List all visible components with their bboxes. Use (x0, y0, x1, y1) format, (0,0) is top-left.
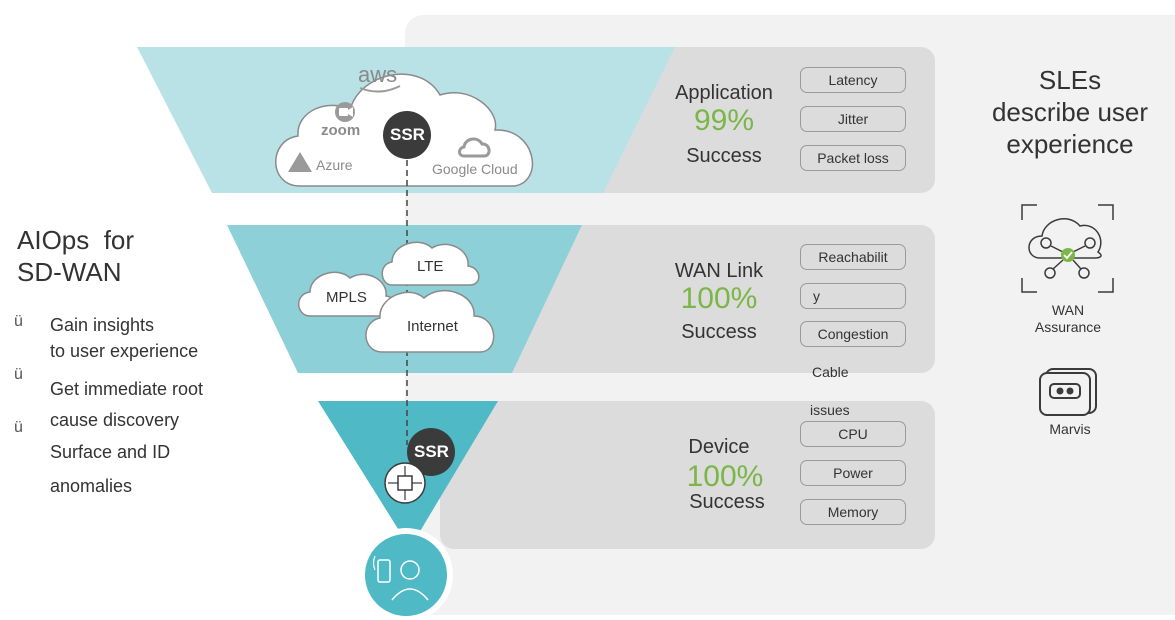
check-icon (1061, 248, 1075, 262)
application-percent: 99% (693, 104, 755, 137)
marvis-label: Marvis (1049, 421, 1091, 437)
sles-heading: SLEs describe user experience (975, 64, 1165, 160)
wan-success: Success (681, 321, 757, 343)
aws-logo: aws (358, 62, 398, 87)
application-success: Success (686, 145, 762, 167)
marvis-icon (1039, 368, 1097, 416)
bullet-text-6: anomalies (50, 476, 133, 496)
azure-icon (288, 152, 312, 172)
left-title-line2: SD-WAN (17, 257, 122, 287)
internet-label: Internet (407, 318, 458, 335)
metric-cpu: CPU (800, 421, 906, 447)
wan-percent: 100% (680, 282, 758, 315)
lte-cloud-icon (381, 241, 480, 286)
wan-assurance-label: WAN Assurance (1022, 302, 1114, 336)
wan-assurance-line2: Assurance (1034, 319, 1102, 335)
google-cloud-icon (458, 137, 491, 158)
bullet-text-3: Get immediate root (50, 379, 204, 399)
metric-memory: Memory (800, 499, 906, 525)
bullet-mark-2: ü (14, 366, 23, 383)
bullet-text-5: Surface and ID (50, 442, 171, 462)
sles-line3: experience (1006, 129, 1134, 159)
bullet-text-2: to user experience (50, 341, 199, 361)
application-title: Application (675, 82, 773, 104)
device-success: Success (689, 491, 765, 513)
lte-label: LTE (417, 258, 444, 275)
ssr-bottom-label: SSR (414, 442, 449, 461)
device-title: Device (688, 436, 750, 458)
internet-cloud-icon (365, 289, 495, 353)
metric-packet-loss: Packet loss (800, 145, 906, 171)
bullet-mark-3: ü (14, 419, 23, 436)
metric-cable: Cable (812, 364, 849, 380)
wan-assurance-icon (1021, 204, 1114, 293)
switch-icon (384, 462, 426, 504)
bullet-text-1: Gain insights (50, 315, 155, 335)
user-icon (359, 528, 453, 620)
metric-jitter: Jitter (800, 106, 906, 132)
left-title-line1: AIOps for (17, 225, 135, 255)
mpls-label: MPLS (326, 289, 367, 306)
ssr-top-icon (383, 111, 431, 159)
left-title: AIOps for SD-WAN (17, 224, 134, 288)
ssr-top-label: SSR (390, 125, 425, 144)
aws-icon (359, 85, 401, 93)
bullet-text-4: cause discovery (50, 410, 180, 430)
metric-issues: issues (810, 402, 850, 418)
bullet-mark-1: ü (14, 313, 23, 330)
metric-power: Power (800, 460, 906, 486)
sles-line2: describe user (991, 97, 1149, 127)
wan-title: WAN Link (674, 260, 764, 282)
wan-assurance-line1: WAN (1051, 302, 1085, 318)
metric-congestion: Congestion (800, 321, 906, 347)
metric-latency: Latency (800, 67, 906, 93)
ssr-bottom-icon (407, 428, 455, 476)
google-cloud-logo: Google Cloud (432, 161, 518, 177)
metric-reachability: Reachabilit (800, 244, 906, 270)
sles-line1: SLEs (1038, 65, 1102, 95)
device-percent: 100% (686, 460, 764, 493)
azure-logo: Azure (316, 157, 353, 173)
metric-reachability-wrap: y (800, 283, 906, 309)
zoom-logo: zoom (321, 122, 361, 139)
